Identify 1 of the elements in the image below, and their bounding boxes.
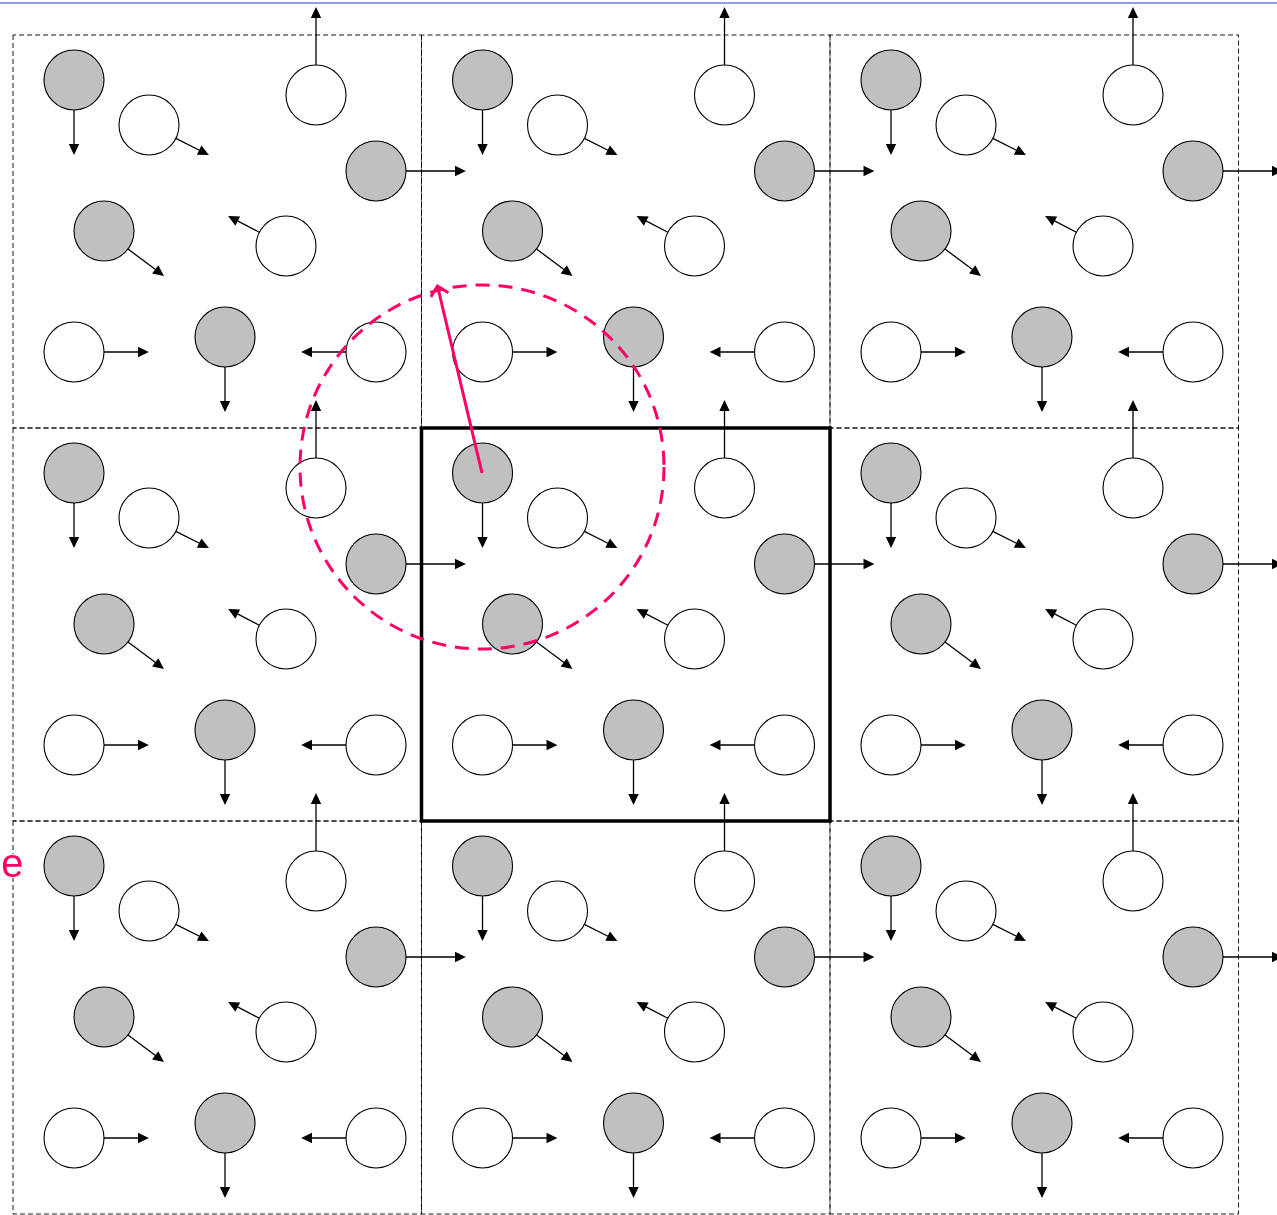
cutoff-label: e: [2, 855, 22, 877]
